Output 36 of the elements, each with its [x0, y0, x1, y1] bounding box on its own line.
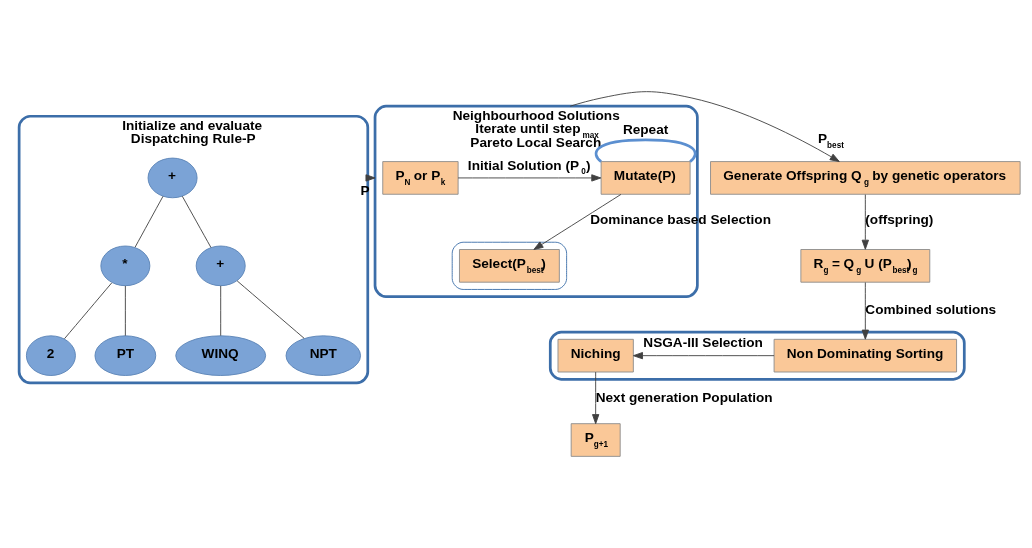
edge-label: NSGA-III Selection: [643, 335, 763, 351]
node-box: R$_{g}$ = Q$_{g}$ U (P$_{best}$)$_{g}$: [800, 249, 931, 283]
node-box: P$_{N}$ or P$_{k}$: [382, 161, 459, 195]
arrow: [457, 174, 602, 182]
node-box: Generate Offspring Q$_{g}$ by genetic operators: [710, 161, 1021, 195]
edge-label: Combined solutions: [865, 301, 997, 317]
edge-label: P$_{best}$: [818, 131, 844, 150]
arrow: [861, 282, 869, 340]
edge-label: Initial Solution (P$_{0}$): [467, 157, 591, 177]
node-ellipse: +: [147, 157, 198, 199]
node-box: Select(P$_{best}$): [459, 249, 560, 283]
edge-label: (offspring): [865, 212, 934, 228]
node-box: Non Dominating Sorting: [773, 338, 958, 373]
connector: [64, 282, 113, 340]
arrow: [569, 91, 840, 162]
node-ellipse: 2: [25, 335, 76, 376]
connector: [594, 138, 697, 163]
node-box: P$_{g+1}$: [570, 423, 621, 457]
connector: [220, 285, 222, 337]
edge-label: Next generation Population: [595, 389, 773, 405]
connector: [181, 195, 212, 248]
connector: [124, 285, 126, 337]
node-ellipse: WINQ: [175, 335, 267, 376]
arrow: [592, 371, 600, 425]
connector: [134, 195, 164, 248]
node-ellipse: *: [100, 245, 151, 287]
node-box: Niching: [557, 338, 634, 373]
edge-label: Repeat: [622, 122, 669, 138]
node-ellipse: PT: [94, 335, 157, 376]
node-ellipse: NPT: [285, 335, 361, 376]
arrow: [633, 352, 775, 360]
node-box: Mutate(P): [600, 161, 691, 195]
arrow: [861, 194, 869, 250]
connector: [236, 280, 305, 339]
node-ellipse: +: [195, 245, 246, 287]
arrow: [533, 193, 622, 250]
